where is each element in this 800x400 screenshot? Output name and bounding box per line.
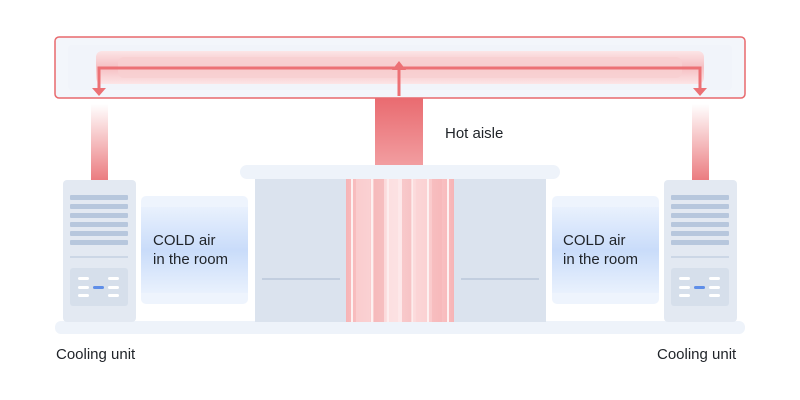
hot-air-arrow-up-icon <box>392 61 406 70</box>
cooling-unit-left <box>63 180 136 322</box>
cold-air-zone-right <box>552 196 659 304</box>
control-panel-icon <box>671 268 729 306</box>
control-panel-icon <box>70 268 128 306</box>
hot-air-arrow-down-icon <box>92 88 106 96</box>
containment-roof <box>240 165 560 179</box>
cooling-unit-label-right: Cooling unit <box>657 346 737 363</box>
cold-air-label-left-line1: COLD air <box>153 232 216 249</box>
floor <box>55 321 745 334</box>
server-row-right <box>454 179 546 322</box>
cold-air-label-right-line1: COLD air <box>563 232 626 249</box>
vent-grille-icon <box>671 195 729 245</box>
server-row-left <box>255 179 346 322</box>
hot-air-drop-right <box>692 104 709 180</box>
hot-air-chimney <box>375 98 423 166</box>
cold-air-label-right-line2: in the room <box>563 251 639 268</box>
hot-air-arrow-down-icon <box>693 88 707 96</box>
hot-aisle-label: Hot aisle <box>445 125 504 142</box>
return-air-duct <box>54 36 746 99</box>
hot-aisle <box>346 179 454 322</box>
cold-air-zone-left <box>141 196 248 304</box>
vent-grille-icon <box>70 195 128 245</box>
hot-air-drop-left <box>91 104 108 180</box>
cooling-unit-label-left: Cooling unit <box>56 346 136 363</box>
cold-air-label-left-line2: in the room <box>153 251 229 268</box>
cooling-unit-right <box>664 180 737 322</box>
